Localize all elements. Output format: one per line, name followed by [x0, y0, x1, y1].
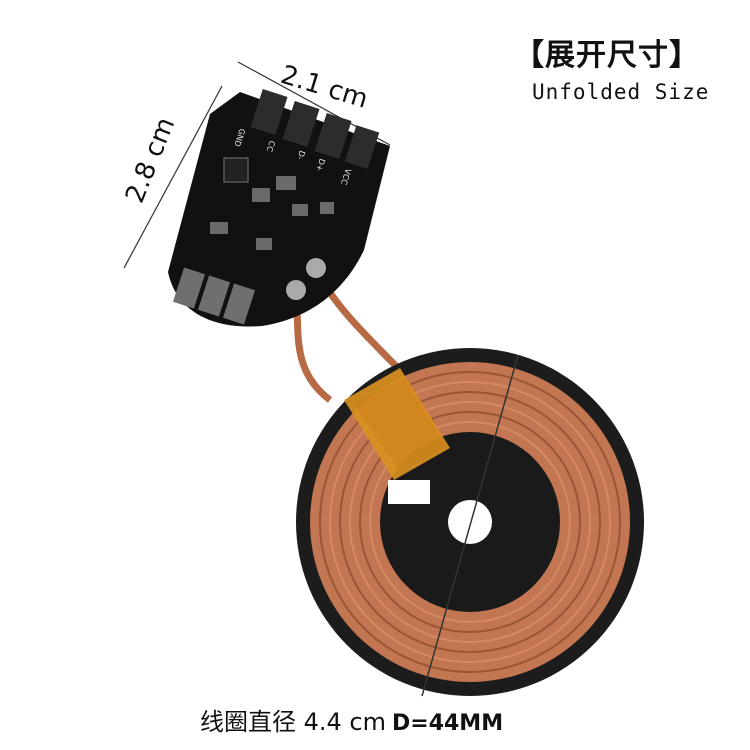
pcb-label-cc: CC: [265, 139, 277, 153]
pcb-board: [168, 88, 390, 327]
pcb-label-dplus: D+: [314, 157, 327, 172]
coil-diameter-mm: D=44MM: [392, 711, 504, 736]
pcb-label-dminus: D-: [295, 149, 306, 160]
height-dimension-line: [123, 85, 223, 269]
coil-diameter-text: 线圈直径 4.4 cm: [200, 708, 386, 736]
title-english: Unfolded Size: [532, 80, 710, 104]
title-chinese: 【展开尺寸】: [514, 38, 700, 73]
kapton-tape: [344, 368, 450, 480]
